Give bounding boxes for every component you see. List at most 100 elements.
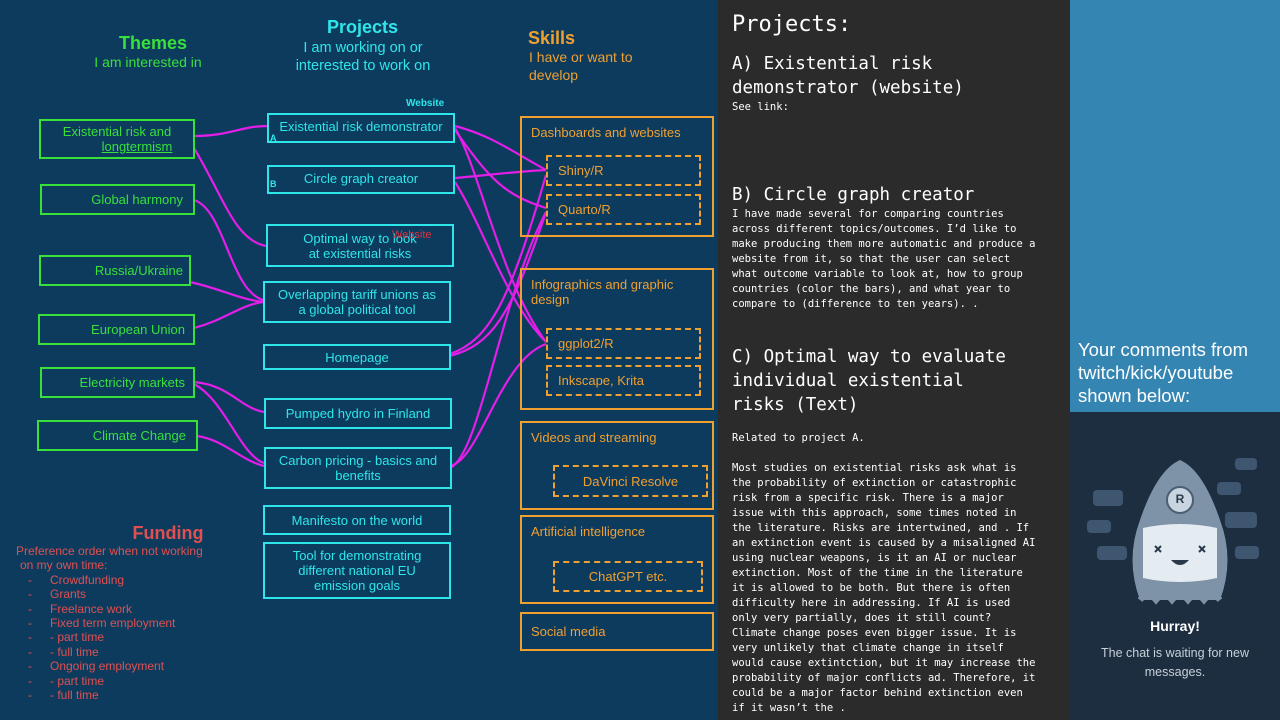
connector — [193, 383, 265, 465]
funding-bullet: - — [28, 587, 32, 602]
skill-social-media: Social media — [520, 612, 714, 651]
skills-subtitle-line1: I have or want to — [529, 49, 633, 65]
skill-label: Videos and streaming — [531, 430, 657, 445]
theme-russia-ukraine: Russia/Ukraine — [39, 255, 191, 286]
theme-label: Existential risk and — [62, 124, 172, 139]
connector — [193, 124, 269, 138]
project-label: Existential risk demonstrator — [279, 119, 443, 134]
theme-label: Russia/Ukraine — [94, 263, 183, 278]
funding-item: -Ongoing employment — [16, 659, 246, 673]
mind-map-canvas: Themes I am interested in Projects I am … — [16, 17, 714, 703]
themes-subtitle: I am interested in — [94, 54, 202, 70]
note-body: I have made several for comparing countr… — [732, 208, 1036, 310]
theme-label: Electricity markets — [79, 375, 185, 390]
note-title: demonstrator (website) — [732, 78, 964, 98]
chat-panel[interactable]: R Hurray! The chat is waiting for new me… — [1070, 412, 1280, 720]
funding-item: -- full time — [16, 688, 246, 702]
project-label: Overlapping tariff unions as — [277, 287, 437, 302]
funding-bullet: - — [28, 572, 32, 587]
note-title: A) Existential risk — [732, 54, 933, 74]
tool-label: Shiny/R — [558, 163, 604, 178]
project-label: a global political tool — [298, 302, 416, 317]
note-title: B) Circle graph creator — [732, 185, 975, 205]
project-manifesto: Manifesto on the world — [263, 505, 451, 535]
project-homepage: Homepage — [263, 344, 451, 370]
tool-ggplot2-r: ggplot2/R — [546, 328, 701, 359]
funding-intro: on my own time: — [20, 558, 108, 573]
theme-climate-change: Climate Change — [37, 420, 198, 451]
project-pumped-hydro: Pumped hydro in Finland — [264, 398, 452, 429]
project-label: at existential risks — [308, 245, 412, 261]
project-optimal-way: Optimal way to look at existential risks — [266, 224, 454, 267]
note-body: Related to project A. Most studies on ex… — [732, 432, 1036, 714]
project-label: Tool for demonstrating — [292, 548, 422, 563]
note-title: risks (Text) — [732, 395, 859, 415]
funding-item: -Grants — [16, 587, 246, 601]
project-label: benefits — [335, 468, 381, 483]
skill-videos-streaming: Videos and streaming — [520, 421, 714, 510]
skill-label: Dashboards and websites — [531, 125, 681, 140]
project-letter-b: B — [270, 179, 277, 189]
project-label: emission goals — [314, 578, 400, 593]
projects-subtitle-line1: I am working on or — [303, 40, 423, 56]
funding-list: Preference order when not working on my … — [16, 544, 246, 702]
project-label: Manifesto on the world — [291, 512, 423, 528]
note-body: See link: — [732, 101, 789, 113]
project-label: Homepage — [325, 349, 389, 365]
connector — [193, 380, 265, 414]
skill-label: Social media — [531, 624, 606, 639]
connector — [196, 434, 265, 468]
project-letter-a: A — [270, 133, 277, 143]
skills-subtitle-line2: develop — [529, 67, 579, 83]
tool-label: DaVinci Resolve — [582, 473, 679, 489]
note-title: C) Optimal way to evaluate — [732, 347, 1006, 367]
mascot-r-badge: R — [1175, 492, 1185, 506]
funding-bullet: - — [28, 673, 32, 688]
tool-label: Quarto/R — [558, 202, 611, 217]
theme-label: European Union — [91, 322, 185, 337]
theme-global-harmony: Global harmony — [40, 184, 195, 215]
themes-title: Themes — [118, 33, 188, 53]
website-label: Website — [406, 98, 445, 109]
project-circle-graph-creator: Circle graph creator — [267, 165, 455, 194]
connector — [193, 147, 267, 248]
project-label: different national EU — [298, 563, 416, 578]
tool-label: ggplot2/R — [558, 336, 614, 351]
project-label: Circle graph creator — [303, 171, 419, 186]
projects-title: Projects — [326, 17, 399, 37]
chat-title: Your comments from twitch/kick/youtube s… — [1078, 339, 1248, 406]
connector — [193, 198, 264, 302]
tool-label: ChatGPT etc. — [588, 569, 668, 584]
funding-item: -- full time — [16, 645, 246, 659]
theme-label: longtermism — [101, 139, 173, 154]
skill-dashboards-websites: Dashboards and websites — [520, 116, 714, 237]
chat-empty-title: Hurray! — [1150, 618, 1200, 634]
connector — [189, 280, 264, 304]
funding-item: -- part time — [16, 674, 246, 688]
tool-shiny-r: Shiny/R — [546, 155, 701, 186]
connector — [193, 300, 264, 330]
tool-label: Inkscape, Krita — [558, 373, 644, 388]
funding-bullet: - — [28, 688, 32, 703]
project-label: Carbon pricing - basics and — [278, 453, 438, 468]
chat-empty-text: The chat is waiting for new messages. — [1101, 646, 1249, 679]
tool-quarto-r: Quarto/R — [546, 194, 701, 225]
project-existential-risk-demonstrator: Existential risk demonstrator — [267, 113, 455, 143]
funding-title: Funding — [132, 523, 204, 543]
skill-label: Artificial intelligence — [531, 524, 646, 539]
funding-item: -- part time — [16, 630, 246, 644]
project-notes-panel[interactable]: Projects: A) Existential risk demonstrat… — [718, 0, 1070, 720]
skill-label: Infographics and graphic — [531, 277, 674, 292]
projects-subtitle-line2: interested to work on — [295, 58, 431, 74]
funding-bullet: - — [28, 601, 32, 616]
website-overlay-label: Website — [392, 229, 432, 241]
chat-mascot-icon — [1087, 458, 1259, 605]
theme-electricity-markets: Electricity markets — [40, 367, 195, 398]
theme-label: Global harmony — [91, 192, 183, 207]
skill-artificial-intelligence: Artificial intelligence — [520, 515, 714, 604]
funding-bullet: - — [28, 644, 32, 659]
funding-item: -Crowdfunding — [16, 573, 246, 587]
funding-bullet: - — [28, 630, 32, 645]
tool-chatgpt: ChatGPT etc. — [553, 561, 703, 592]
skill-label: design — [531, 292, 570, 307]
